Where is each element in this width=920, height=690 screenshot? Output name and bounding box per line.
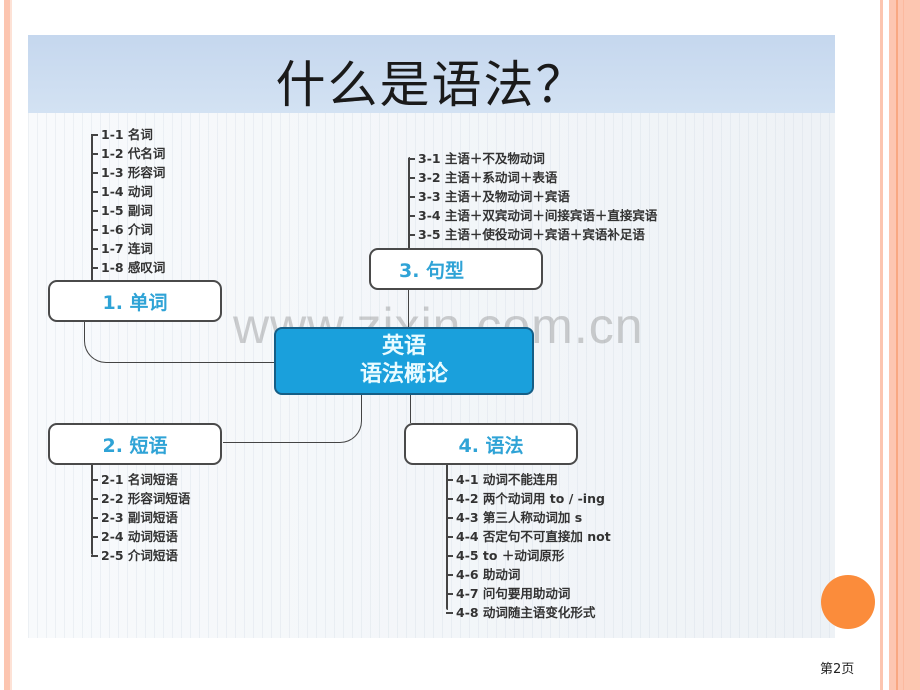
list-item: 4-2 两个动词用 to / -ing — [446, 489, 611, 508]
branch-4-bracket — [446, 465, 448, 610]
list-item: 2-4 动词短语 — [91, 527, 190, 546]
list-item: 1-3 形容词 — [91, 163, 165, 182]
list-item: 3-1 主语＋不及物动词 — [408, 149, 657, 168]
list-item: 4-3 第三人称动词加 s — [446, 508, 611, 527]
list-item: 1-2 代名词 — [91, 144, 165, 163]
branch-1-list: 1-1 名词 1-2 代名词 1-3 形容词 1-4 动词 1-5 副词 1-6… — [91, 125, 165, 277]
branch-4-list: 4-1 动词不能连用 4-2 两个动词用 to / -ing 4-3 第三人称动… — [446, 470, 611, 622]
branch-label: 2. 短语 — [102, 434, 168, 457]
list-item: 1-4 动词 — [91, 182, 165, 201]
branch-2-list: 2-1 名词短语 2-2 形容词短语 2-3 副词短语 2-4 动词短语 2-5… — [91, 470, 190, 565]
list-item: 4-5 to ＋动词原形 — [446, 546, 611, 565]
branch-3-list: 3-1 主语＋不及物动词 3-2 主语＋系动词＋表语 3-3 主语＋及物动词＋宾… — [408, 149, 657, 244]
mindmap-image: 什么是语法？ www.zixin.com.cn 1-1 名词 1-2 代名词 1… — [28, 35, 835, 638]
branch-node-grammar: 4. 语法 — [404, 423, 578, 465]
title-band: 什么是语法？ — [28, 35, 835, 114]
connector-sentence-patterns — [408, 290, 409, 327]
branch-3-bracket — [408, 157, 410, 249]
center-node-line2: 语法概论 — [359, 362, 448, 387]
page-number: 第2页 — [820, 662, 855, 677]
left-stripe-thin — [10, 0, 12, 690]
list-item: 4-4 否定句不可直接加 not — [446, 527, 611, 546]
list-item: 1-5 副词 — [91, 201, 165, 220]
right-stripe-inner — [903, 0, 904, 690]
list-item: 4-8 动词随主语变化形式 — [446, 603, 611, 622]
list-item: 3-4 主语＋双宾动词＋间接宾语＋直接宾语 — [408, 206, 657, 225]
list-item: 4-6 助动词 — [446, 565, 611, 584]
right-stripe-wide — [889, 0, 920, 690]
connector-grammar — [410, 395, 411, 423]
connector-phrases — [223, 395, 362, 443]
list-item: 1-7 连词 — [91, 239, 165, 258]
list-item: 1-6 介词 — [91, 220, 165, 239]
branch-2-bracket — [91, 465, 93, 555]
branch-node-words: 1. 单词 — [48, 280, 222, 322]
list-item: 2-1 名词短语 — [91, 470, 190, 489]
branch-node-sentence-patterns: 3. 句型 — [369, 248, 543, 290]
list-item: 2-3 副词短语 — [91, 508, 190, 527]
list-item: 4-1 动词不能连用 — [446, 470, 611, 489]
connector-words — [84, 322, 275, 363]
list-item: 4-7 问句要用助动词 — [446, 584, 611, 603]
list-item: 3-2 主语＋系动词＋表语 — [408, 168, 657, 187]
branch-label: 3. 句型 — [399, 259, 465, 282]
list-item: 2-5 介词短语 — [91, 546, 190, 565]
left-stripe — [4, 0, 10, 690]
center-node-line1: 英语 — [381, 334, 426, 359]
list-item: 2-2 形容词短语 — [91, 489, 190, 508]
branch-label: 4. 语法 — [458, 434, 524, 457]
branch-label: 1. 单词 — [102, 291, 168, 314]
slide-title: 什么是语法？ — [275, 56, 588, 114]
orange-circle-decoration — [821, 575, 875, 629]
list-item: 3-3 主语＋及物动词＋宾语 — [408, 187, 657, 206]
list-item: 3-5 主语＋使役动词＋宾语＋宾语补足语 — [408, 225, 657, 244]
right-stripe-accent — [896, 0, 898, 690]
center-node: 英语 语法概论 — [274, 327, 534, 395]
branch-node-phrases: 2. 短语 — [48, 423, 222, 465]
list-item: 1-8 感叹词 — [91, 258, 165, 277]
list-item: 1-1 名词 — [91, 125, 165, 144]
right-stripe-thin — [880, 0, 883, 690]
